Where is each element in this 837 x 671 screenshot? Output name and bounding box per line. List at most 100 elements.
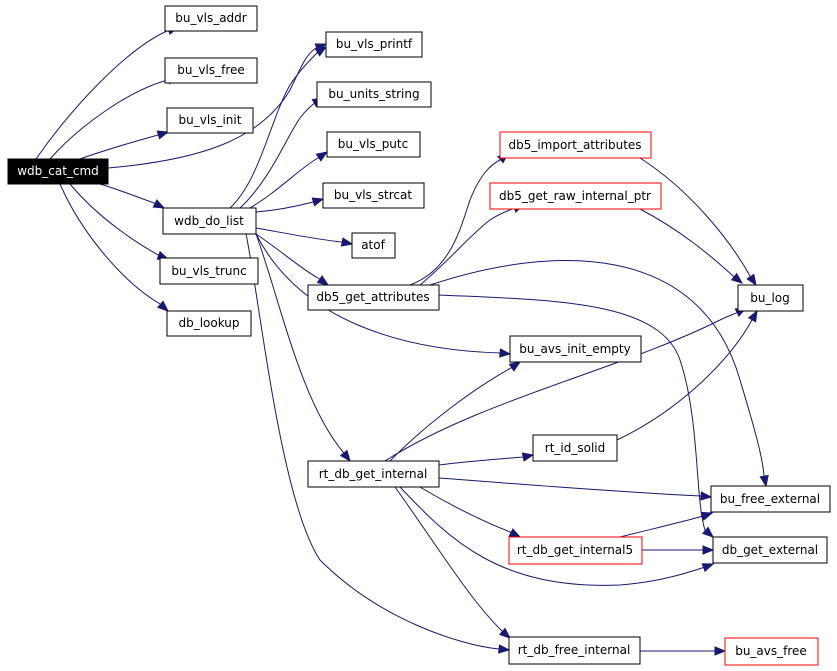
node-label-bu-vls-init: bu_vls_init [179,113,242,127]
node-label-bu-avs-init-empty: bu_avs_init_empty [519,342,630,356]
node-label-rt-db-free-internal: rt_db_free_internal [518,643,631,657]
edge-db5-get-attributes-to-bu-free-external [429,260,769,488]
edge-wdb-cat-cmd-to-bu-vls-free [49,75,180,160]
edge-wdb-cat-cmd-to-wdb-do-list [99,183,166,209]
node-label-bu-avs-free: bu_avs_free [735,644,807,658]
node-wdb-cat-cmd[interactable]: wdb_cat_cmd [7,158,109,185]
edge-db5-get-raw-internal-ptr-to-bu-log [639,208,744,284]
arrowhead [508,528,522,538]
arrowhead [152,199,166,209]
node-label-bu-vls-trunc: bu_vls_trunc [171,264,246,278]
node-label-wdb-do-list: wdb_do_list [174,214,244,228]
edge-rt-db-get-internal-to-bu-avs-init-empty [389,361,522,462]
edge-wdb-cat-cmd-to-bu-vls-init [79,130,170,160]
node-label-rt-db-get-internal: rt_db_get_internal [319,467,428,481]
node-atof[interactable]: atof [351,232,396,259]
edge-wdb-do-list-to-rt-db-get-internal [255,233,351,463]
node-db-get-external[interactable]: db_get_external [712,536,828,564]
arrowhead [339,449,351,463]
edge-wdb-do-list-to-bu-vls-putc [249,151,329,209]
node-label-bu-vls-putc: bu_vls_putc [338,137,408,151]
edge-wdb-cat-cmd-to-bu-vls-trunc [69,183,170,260]
node-db5-get-attributes[interactable]: db5_get_attributes [307,284,440,311]
arrowhead [314,46,328,57]
edge-db5-import-attributes-to-bu-log [639,157,757,287]
edge-wdb-do-list-to-atof [255,227,354,247]
arrowhead [508,361,522,372]
arrowhead [700,491,713,501]
arrowhead [700,511,714,521]
edge-rt-db-get-internal-to-bu-free-external [438,477,713,501]
arrowhead [498,644,511,654]
arrowhead [521,452,535,462]
edge-rt-db-get-internal-to-rt-db-free-internal [394,486,512,639]
node-label-db-get-external: db_get_external [722,543,818,557]
arrowhead [498,627,512,639]
edge-rt-db-get-internal-to-rt-id-solid [438,452,535,466]
node-bu-vls-putc[interactable]: bu_vls_putc [326,131,421,158]
arrowhead [746,273,757,287]
edge-db5-get-attributes-to-db5-import-attributes [409,152,510,286]
node-label-bu-vls-free: bu_vls_free [177,63,245,77]
node-label-rt-id-solid: rt_id_solid [545,441,605,455]
node-label-bu-free-external: bu_free_external [720,492,820,506]
arrowhead [714,646,727,656]
edge-wdb-do-list-to-bu-vls-strcat [255,197,325,213]
arrowhead [701,526,715,538]
node-bu-vls-printf[interactable]: bu_vls_printf [325,31,423,58]
node-bu-vls-addr[interactable]: bu_vls_addr [164,5,258,32]
edge-rt-db-get-internal5-to-db-get-external [641,545,715,555]
node-label-bu-log: bu_log [750,291,790,305]
edge-wdb-do-list-to-bu-avs-init-empty [255,233,512,358]
node-rt-db-get-internal[interactable]: rt_db_get_internal [307,460,440,488]
node-bu-avs-free[interactable]: bu_avs_free [724,637,819,666]
arrowhead [759,474,769,488]
node-bu-avs-init-empty[interactable]: bu_avs_init_empty [509,335,642,363]
node-bu-vls-strcat[interactable]: bu_vls_strcat [322,182,425,209]
arrowhead [730,272,744,284]
edge-wdb-do-list-to-rt-db-free-internal [245,233,511,654]
arrowhead [340,237,354,247]
arrowhead [315,151,329,162]
node-db5-import-attributes[interactable]: db5_import_attributes [499,131,652,159]
node-rt-id-solid[interactable]: rt_id_solid [532,434,618,462]
node-db-lookup[interactable]: db_lookup [166,310,252,337]
node-label-bu-units-string: bu_units_string [328,87,419,101]
arrowhead [311,197,325,207]
arrowhead [156,130,170,140]
arrowhead [702,545,715,555]
node-db5-get-raw-internal-ptr[interactable]: db5_get_raw_internal_ptr [489,182,662,210]
edge-rt-db-get-internal-to-rt-db-get-internal5 [419,486,522,538]
node-bu-units-string[interactable]: bu_units_string [316,81,432,108]
node-rt-db-get-internal5[interactable]: rt_db_get_internal5 [508,536,643,565]
node-label-db5-get-attributes: db5_get_attributes [316,290,429,304]
edge-db5-get-attributes-to-db-get-external [438,294,715,538]
edge-rt-db-free-internal-to-bu-avs-free [639,646,727,656]
node-label-db5-import-attributes: db5_import_attributes [508,138,641,152]
node-label-bu-vls-strcat: bu_vls_strcat [334,188,412,202]
node-bu-vls-init[interactable]: bu_vls_init [166,107,254,134]
node-label-rt-db-get-internal5: rt_db_get_internal5 [517,543,633,557]
node-label-bu-vls-addr: bu_vls_addr [175,11,246,25]
arrowhead [499,348,512,358]
node-wdb-do-list[interactable]: wdb_do_list [162,207,257,235]
node-rt-db-free-internal[interactable]: rt_db_free_internal [508,636,641,665]
edge-wdb-do-list-to-db5-get-attributes [255,233,330,286]
edge-wdb-do-list-to-bu-vls-printf [229,46,328,209]
node-bu-log[interactable]: bu_log [737,284,804,312]
arrowhead [316,275,330,286]
edge-rt-id-solid-to-bu-log [616,309,758,441]
arrowhead [701,563,715,573]
node-label-db5-get-raw-internal-ptr: db5_get_raw_internal_ptr [499,189,651,203]
edge-rt-db-get-internal5-to-bu-free-external [619,511,714,538]
edge-wdb-cat-cmd-to-bu-vls-addr [35,26,180,160]
node-label-wdb-cat-cmd: wdb_cat_cmd [17,164,99,178]
arrowhead [747,309,758,323]
node-bu-free-external[interactable]: bu_free_external [710,485,831,513]
node-bu-vls-trunc[interactable]: bu_vls_trunc [159,257,259,285]
node-label-atof: atof [361,238,385,252]
arrowhead [156,300,170,312]
node-label-bu-vls-printf: bu_vls_printf [336,37,413,51]
node-bu-vls-free[interactable]: bu_vls_free [164,57,258,84]
